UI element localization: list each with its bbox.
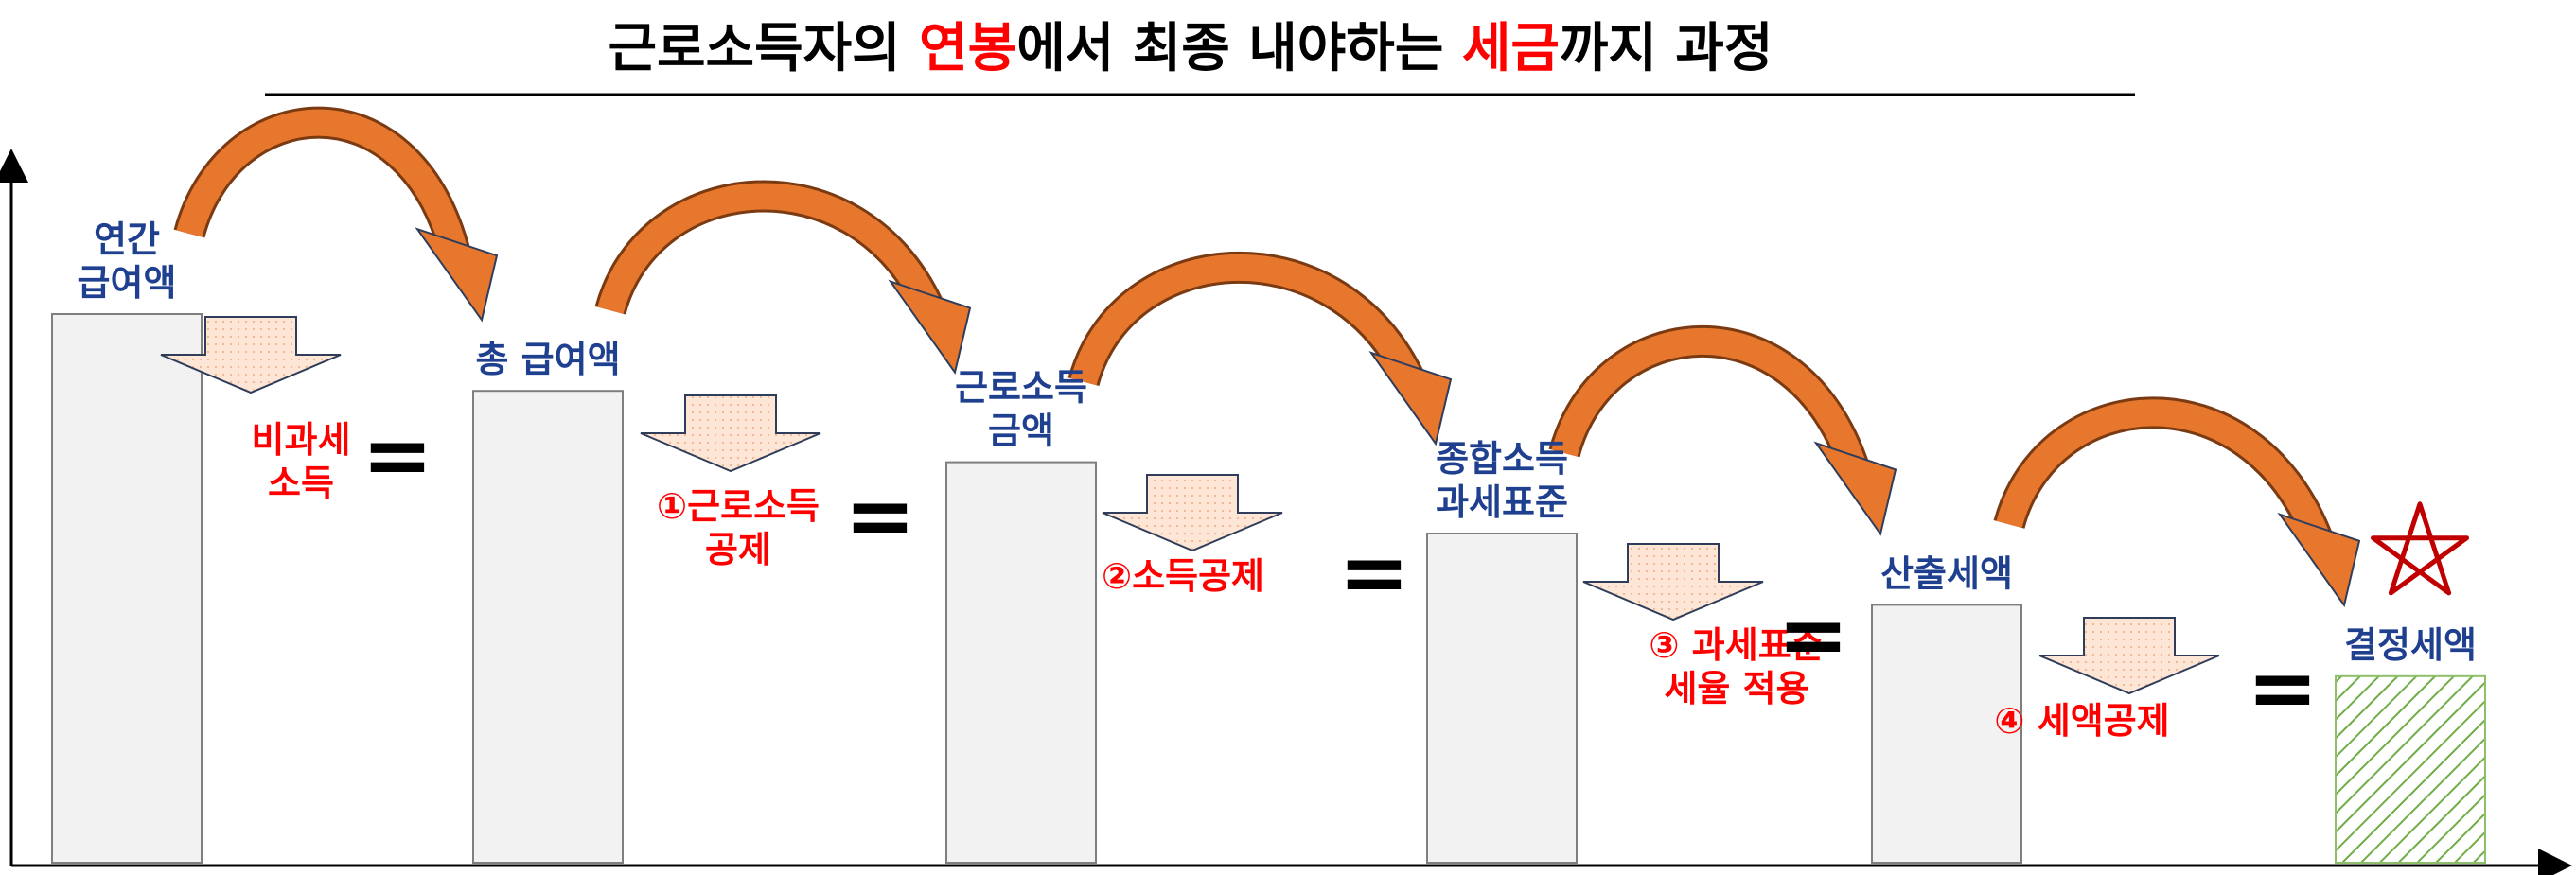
step-label-total-salary-line-0: 총 급여액 [475, 339, 620, 380]
step-label-tax-base-line-1: 과세표준 [1436, 481, 1568, 523]
deduction-label-tax-credit-line-0: ④ 세액공제 [1994, 700, 2169, 742]
step-label-annual-salary-line-1: 급여액 [78, 262, 177, 304]
page-title: 근로소득자의 연봉에서 최종 내야하는 세금까지 과정 [609, 18, 1773, 79]
curved-arrow-head-1 [888, 279, 972, 375]
deduction-label-earned-income-deduction-line-0: ①근로소득 [657, 485, 820, 527]
step-label-determined-tax-line-0: 결정세액 [2344, 624, 2477, 666]
down-arrow-nontaxable [160, 316, 342, 394]
bars-layer [51, 313, 2486, 865]
bar-determined-tax [2335, 674, 2486, 864]
step-label-calculated-tax-line-0: 산출세액 [1880, 552, 2013, 594]
curved-arrow-shaft-3 [1551, 327, 1867, 472]
deduction-label-nontaxable-line-1: 소득 [268, 463, 334, 504]
curved-arrow-shaft-2 [1070, 254, 1421, 386]
step-label-tax-base-line-0: 종합소득 [1436, 438, 1568, 480]
step-label-earned-income-line-1: 금액 [988, 411, 1054, 452]
bar-earned-income [945, 461, 1097, 864]
curved-arrow-shaft-1 [597, 183, 941, 315]
curved-arrow-shaft-4 [1996, 399, 2331, 544]
deduction-label-income-deduction-line-0: ②소득공제 [1102, 555, 1264, 597]
down-arrow-income-deduction [1102, 474, 1283, 552]
down-arrow-earned-income-deduction [640, 394, 821, 473]
equals-sign-3: = [1777, 586, 1848, 685]
arrows-layer [160, 106, 2361, 695]
curved-arrow-head-4 [2277, 512, 2361, 608]
star-icon [2371, 501, 2469, 596]
curved-arrow-shaft-0 [176, 109, 468, 257]
deduction-label-apply-rate-line-0: ③ 과세표준 [1649, 624, 1824, 666]
bar-calculated-tax [1871, 604, 2022, 865]
curved-arrow-head-3 [1813, 441, 1897, 536]
equals-sign-0: = [362, 406, 432, 505]
bar-total-salary [472, 390, 624, 864]
step-label-earned-income-line-0: 근로소득 [955, 367, 1087, 409]
deduction-label-apply-rate-line-1: 세율 적용 [1664, 668, 1808, 709]
bar-annual-salary [51, 313, 203, 864]
equals-sign-2: = [1338, 523, 1409, 622]
equals-sign-4: = [2247, 639, 2318, 738]
equals-sign-1: = [844, 466, 915, 566]
step-label-annual-salary-line-0: 연간 [94, 219, 160, 260]
down-arrow-apply-rate [1582, 543, 1764, 621]
curved-arrow-head-0 [415, 227, 499, 323]
curved-arrow-head-2 [1368, 351, 1453, 446]
bar-tax-base [1426, 533, 1578, 864]
deduction-label-nontaxable-line-0: 비과세 [252, 419, 351, 461]
deduction-label-earned-income-deduction-line-1: 공제 [705, 529, 771, 570]
down-arrow-tax-credit [2038, 617, 2220, 695]
